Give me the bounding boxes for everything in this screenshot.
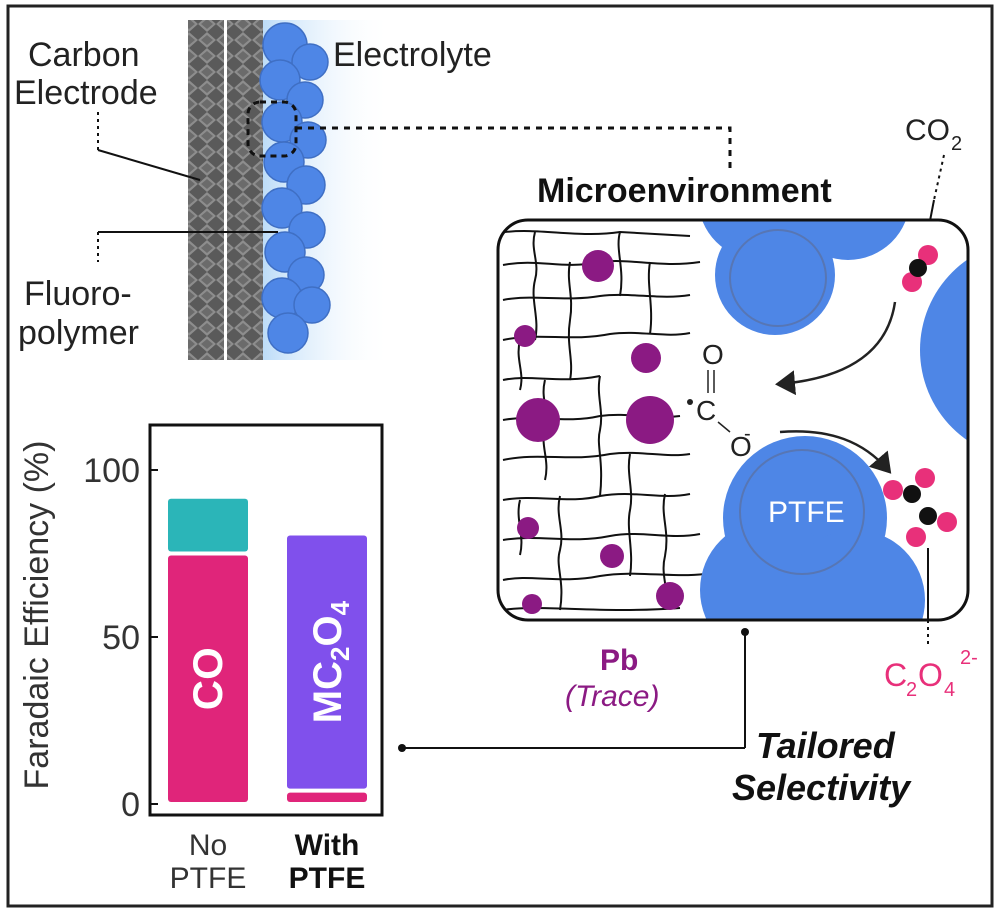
co2-main: CO	[905, 114, 950, 147]
radical-o-top: O	[702, 339, 724, 370]
ptfe-particles	[698, 220, 968, 620]
selectivity-label-1: Tailored	[756, 725, 896, 766]
carbon-stack-1	[188, 20, 224, 360]
x-tick-label-line2: PTFE	[170, 862, 247, 895]
micro-border	[496, 218, 970, 622]
bar-label-co: CO	[184, 647, 231, 710]
co2-radical-anion: O C O -	[687, 339, 752, 462]
bar-label-mc2o4: MC2O4	[306, 600, 355, 723]
co2-leader-dash	[933, 154, 945, 201]
carbon-label-1: Carbon	[28, 36, 140, 74]
co2-molecule	[902, 245, 938, 292]
electrolyte-label: Electrolyte	[333, 36, 492, 74]
bar-other-0	[168, 498, 248, 552]
fluoro-label-2: polymer	[18, 314, 139, 352]
radical-c: C	[696, 395, 716, 426]
arrow-co2-in	[775, 301, 897, 396]
x-tick-label-line2: PTFE	[289, 862, 366, 895]
carbon-label-2: Electrode	[14, 74, 158, 112]
oxalate-o-sub: 4	[944, 679, 955, 701]
carbon-stack-2	[227, 20, 263, 360]
carbon-leader	[97, 149, 201, 181]
fluoro-label-1: Fluoro-	[24, 275, 132, 313]
bar-co-1	[287, 792, 367, 802]
co2-sub: 2	[951, 133, 962, 155]
ptfe-label: PTFE	[768, 496, 845, 529]
micro-title: Microenvironment	[537, 172, 832, 210]
selectivity-label-2: Selectivity	[732, 767, 912, 808]
x-tick-label-line1: With	[295, 829, 360, 862]
chart-y-ticks: 0 50 100	[83, 452, 158, 824]
oxalate-charge: 2-	[960, 647, 978, 669]
chart-bars	[168, 498, 367, 802]
y-tick-label: 50	[102, 619, 140, 657]
chart-ylabel: Faradaic Efficiency (%)	[18, 441, 56, 790]
oxalate-c: C	[884, 657, 907, 693]
oxalate-molecule	[883, 468, 957, 547]
micro-panel	[496, 218, 970, 622]
zoom-connector	[296, 126, 732, 172]
y-tick-label: 0	[121, 786, 140, 824]
pb-label: Pb	[600, 644, 638, 677]
pb-particles	[514, 250, 684, 614]
arrow-oxalate-out	[779, 430, 892, 474]
oxalate-formula: C 2 O 4 2-	[884, 647, 978, 701]
y-tick-label: 100	[83, 452, 140, 490]
fluoropolymer-particles	[259, 22, 331, 354]
pb-grain-network	[502, 230, 706, 611]
chart-bar-labels: CO MC2O4	[184, 600, 355, 723]
oxalate-c-sub: 2	[906, 679, 917, 701]
co2-label: CO 2	[905, 114, 962, 155]
trace-label: (Trace)	[565, 680, 659, 713]
svg-text:-: -	[744, 423, 751, 445]
x-tick-label-line1: No	[189, 829, 227, 862]
radical-o-bottom: O	[730, 431, 752, 462]
electrode-schematic: Carbon Electrode Electrolyte Fluoro- pol…	[14, 20, 732, 360]
bar-mc2o4-1	[287, 535, 367, 789]
bar-co-0	[168, 555, 248, 802]
oxalate-o: O	[918, 657, 943, 693]
